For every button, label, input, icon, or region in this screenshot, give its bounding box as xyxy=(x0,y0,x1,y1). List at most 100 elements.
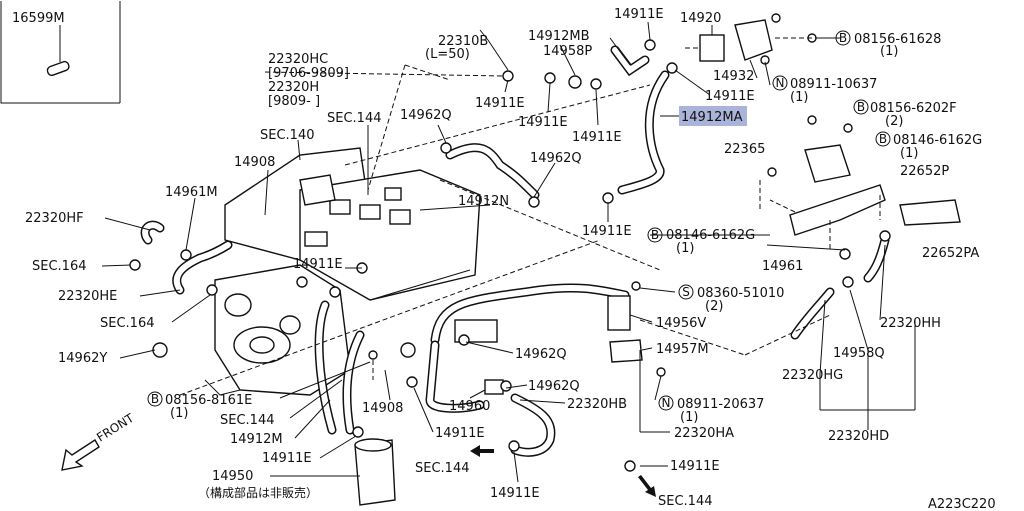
label-08146-6162G[interactable]: 08146-6162G xyxy=(893,133,982,148)
label-08156-6202F-qty: (2) xyxy=(885,114,903,129)
part-14957M[interactable] xyxy=(609,339,643,363)
label-08911-20637[interactable]: 08911-20637 xyxy=(677,397,764,412)
label-14932[interactable]: 14932 xyxy=(713,69,754,84)
label-14911E[interactable]: 14911E xyxy=(705,89,755,104)
label-9809: [9809- ] xyxy=(268,94,320,109)
label-14911E[interactable]: 14911E xyxy=(614,7,664,22)
label-14912MB[interactable]: 14912MB xyxy=(528,29,590,44)
label-14962Q[interactable]: 14962Q xyxy=(400,108,452,123)
label-08911-10637[interactable]: 08911-10637 xyxy=(790,77,877,92)
label-08156-61628[interactable]: 08156-61628 xyxy=(854,32,941,47)
label-14961[interactable]: 14961 xyxy=(762,259,803,274)
part-22652PA[interactable] xyxy=(899,199,961,226)
label-22320HD[interactable]: 22320HD xyxy=(828,429,889,444)
label-14911E[interactable]: 14911E xyxy=(572,130,622,145)
label-08146-6162G[interactable]: 08146-6162G xyxy=(666,228,755,243)
label-14911E[interactable]: 14911E xyxy=(490,486,540,501)
label-22652P[interactable]: 22652P xyxy=(900,164,949,179)
label-14958P[interactable]: 14958P xyxy=(543,44,592,59)
label-08360-51010[interactable]: 08360-51010 xyxy=(697,286,784,301)
part-22365[interactable] xyxy=(804,144,851,183)
front-arrow xyxy=(61,439,100,471)
label-14920[interactable]: 14920 xyxy=(680,11,721,26)
label-08156-8161E[interactable]: 08156-8161E xyxy=(165,393,252,408)
arrow-sec144-left xyxy=(470,445,494,457)
label-sec144[interactable]: SEC.144 xyxy=(220,413,275,428)
label-14962Y[interactable]: 14962Y xyxy=(58,351,107,366)
inset-frame xyxy=(0,1,120,104)
label-22320H[interactable]: 22320H xyxy=(268,80,319,95)
label-08911-20637-qty: (1) xyxy=(680,410,698,425)
hoses xyxy=(140,45,890,457)
label-14962Q[interactable]: 14962Q xyxy=(515,347,567,362)
label-sec144[interactable]: SEC.144 xyxy=(658,494,713,509)
label-22320HF[interactable]: 22320HF xyxy=(25,211,84,226)
label-08156-8161E-qty: (1) xyxy=(170,406,188,421)
label-08911-10637-qty: (1) xyxy=(790,90,808,105)
label-08146-6162G-qty: (1) xyxy=(900,146,918,161)
marker-b: B xyxy=(857,100,865,114)
part-14956V[interactable] xyxy=(607,295,631,331)
label-14912M[interactable]: 14912M xyxy=(230,432,283,447)
clamps xyxy=(129,13,891,472)
label-14912MA[interactable]: 14912MA xyxy=(681,110,743,125)
label-front: FRONT xyxy=(94,411,137,445)
label-sec144[interactable]: SEC.144 xyxy=(415,461,470,476)
marker-n: N xyxy=(662,396,671,410)
label-note-not-sold: （構成部品は非販売） xyxy=(198,485,318,500)
arrow-sec144-down xyxy=(638,475,656,497)
label-14911E[interactable]: 14911E xyxy=(518,115,568,130)
label-14962Q[interactable]: 14962Q xyxy=(530,151,582,166)
leader-lines xyxy=(101,21,916,483)
part-22652P[interactable] xyxy=(789,184,886,236)
part-16599M[interactable] xyxy=(46,60,70,77)
label-14911E[interactable]: 14911E xyxy=(475,96,525,111)
part-14932[interactable] xyxy=(734,19,773,61)
label-14960[interactable]: 14960 xyxy=(449,399,490,414)
label-14911E[interactable]: 14911E xyxy=(582,224,632,239)
marker-b: B xyxy=(879,132,887,146)
label-22320HC[interactable]: 22320HC xyxy=(268,52,328,67)
label-22652PA[interactable]: 22652PA xyxy=(922,246,979,261)
part-14920[interactable] xyxy=(699,34,725,62)
label-16599M[interactable]: 16599M xyxy=(12,11,65,26)
label-sec164[interactable]: SEC.164 xyxy=(32,259,87,274)
label-14961M[interactable]: 14961M xyxy=(165,185,218,200)
label-08360-51010-qty: (2) xyxy=(705,299,723,314)
label-22320HA[interactable]: 22320HA xyxy=(674,426,734,441)
label-22365[interactable]: 22365 xyxy=(724,142,765,157)
label-14911E[interactable]: 14911E xyxy=(435,426,485,441)
label-sec164[interactable]: SEC.164 xyxy=(100,316,155,331)
marker-s: S xyxy=(682,285,690,299)
label-sec140[interactable]: SEC.140 xyxy=(260,128,315,143)
label-14912N[interactable]: 14912N xyxy=(458,194,509,209)
label-22320HE[interactable]: 22320HE xyxy=(58,289,117,304)
highlight-14912MA xyxy=(679,106,747,126)
label-22320HH[interactable]: 22320HH xyxy=(880,316,941,331)
dashed-lines xyxy=(179,37,881,396)
label-14911E[interactable]: 14911E xyxy=(670,459,720,474)
label-9706-9809: [9706-9809] xyxy=(268,66,349,81)
label-08156-6202F[interactable]: 08156-6202F xyxy=(870,101,957,116)
label-22320HG[interactable]: 22320HG xyxy=(782,368,843,383)
label-14908[interactable]: 14908 xyxy=(234,155,275,170)
label-14911E[interactable]: 14911E xyxy=(293,257,343,272)
label-08156-61628-qty: (1) xyxy=(880,44,898,59)
markers xyxy=(147,30,891,411)
label-14908[interactable]: 14908 xyxy=(362,401,403,416)
label-22320HB[interactable]: 22320HB xyxy=(567,397,627,412)
label-14958Q[interactable]: 14958Q xyxy=(833,346,885,361)
label-14957M[interactable]: 14957M xyxy=(656,342,709,357)
marker-b: B xyxy=(151,392,159,406)
label-22310B-length: (L=50) xyxy=(425,47,470,62)
label-14962Q[interactable]: 14962Q xyxy=(528,379,580,394)
label-14911E[interactable]: 14911E xyxy=(262,451,312,466)
label-22310B[interactable]: 22310B xyxy=(438,34,488,49)
label-14956V[interactable]: 14956V xyxy=(656,316,706,331)
label-14950[interactable]: 14950 xyxy=(212,469,253,484)
marker-b: B xyxy=(839,31,847,45)
label-diagram-code: A223C220 xyxy=(928,497,996,511)
label-sec144[interactable]: SEC.144 xyxy=(327,111,382,126)
